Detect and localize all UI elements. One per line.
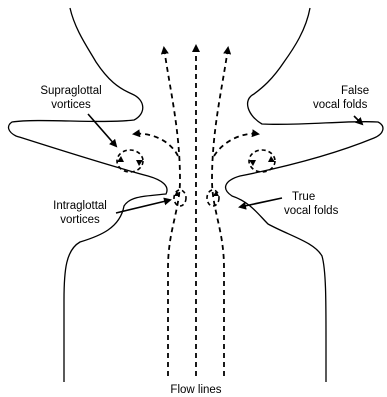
flow-line-left [164,48,180,376]
true-folds-label-line2: vocal folds [284,204,338,218]
flow-lines [134,46,258,376]
flow-line-right [212,48,228,376]
false-folds-label: False vocal folds [313,84,369,112]
flow-line-right-branch [214,134,258,156]
supraglottal-callout-arrow [88,114,116,146]
false-folds-label-line1: False [313,84,369,98]
supraglottal-label-line2: vortices [32,98,110,112]
intraglottal-label: Intraglottal vortices [42,199,118,227]
intraglottal-label-line1: Intraglottal [42,199,118,213]
true-folds-label-line1: True [284,190,338,204]
supraglottal-label: Supraglottal vortices [32,84,110,112]
flow-line-left-branch [134,134,178,156]
false-folds-label-line2: vocal folds [313,98,369,112]
flow-lines-label: Flow lines [166,383,226,397]
left-wall-outline [9,8,168,382]
supraglottal-label-line1: Supraglottal [32,84,110,98]
intraglottal-label-line2: vortices [42,213,118,227]
false-folds-callout-arrow [354,116,362,124]
true-folds-label: True vocal folds [284,190,338,218]
